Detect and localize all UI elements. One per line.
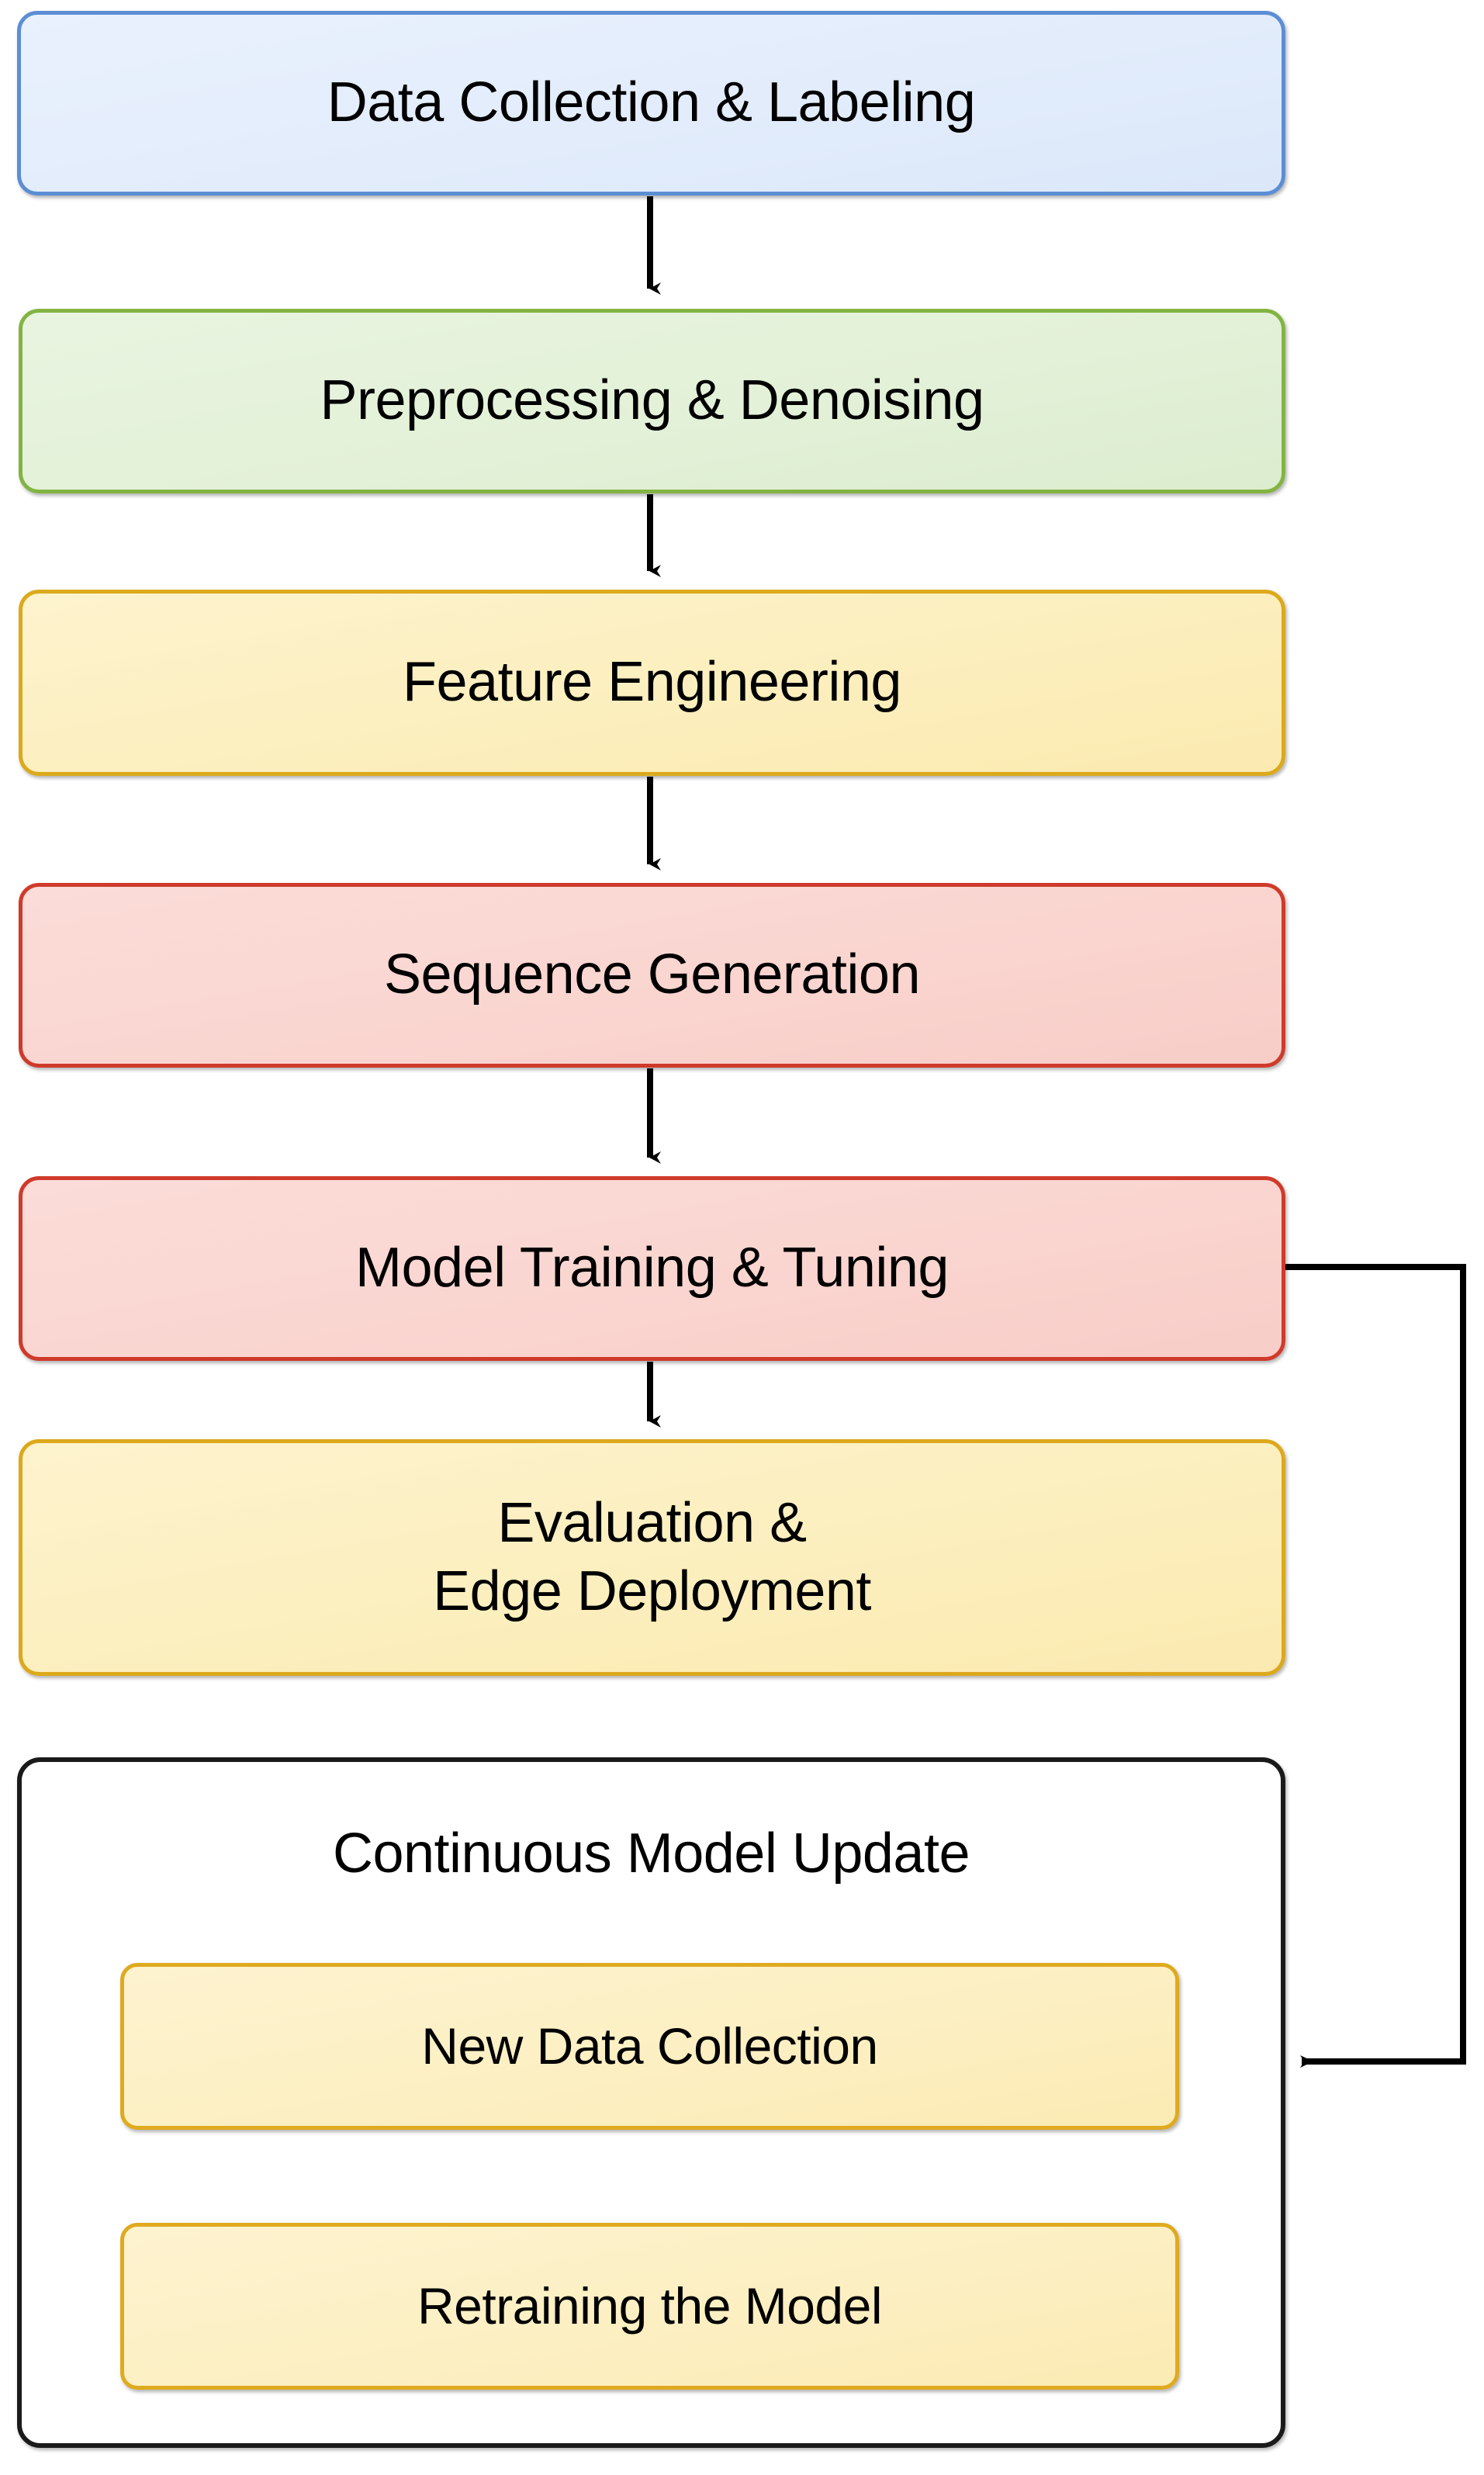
node-label: Sequence Generation	[383, 943, 921, 1006]
node-label: Feature Engineering	[403, 651, 901, 714]
edge-training-feedback-loop	[1285, 1264, 1466, 2068]
node-label: Evaluation & Edge Deployment	[433, 1491, 871, 1622]
node-label: Model Training & Tuning	[355, 1237, 949, 1300]
node-evaluation-edge-deployment[interactable]: Evaluation & Edge Deployment	[19, 1439, 1285, 1676]
node-sequence-generation[interactable]: Sequence Generation	[19, 883, 1285, 1068]
node-new-data-collection[interactable]: New Data Collection	[120, 1963, 1179, 2130]
node-feature-engineering[interactable]: Feature Engineering	[19, 590, 1285, 776]
node-label: Data Collection & Labeling	[327, 71, 976, 134]
node-preprocessing-denoising[interactable]: Preprocessing & Denoising	[19, 309, 1285, 493]
node-label: New Data Collection	[421, 2017, 878, 2075]
node-data-collection-labeling[interactable]: Data Collection & Labeling	[17, 11, 1285, 196]
group-title: Continuous Model Update	[332, 1822, 970, 1885]
node-label: Preprocessing & Denoising	[320, 369, 984, 432]
node-retraining-the-model[interactable]: Retraining the Model	[120, 2223, 1179, 2390]
node-label: Retraining the Model	[417, 2277, 883, 2335]
node-model-training-tuning[interactable]: Model Training & Tuning	[19, 1176, 1285, 1361]
